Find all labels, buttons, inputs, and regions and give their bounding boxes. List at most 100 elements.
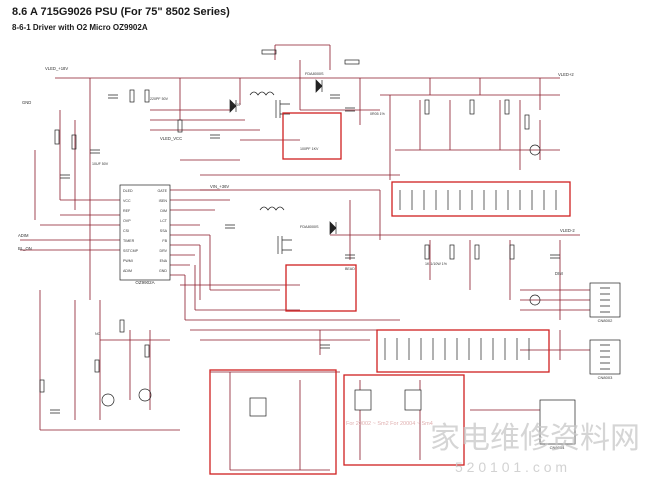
resistor xyxy=(177,119,183,133)
resistor xyxy=(144,89,150,103)
net-label: VLED_VCC xyxy=(160,136,182,141)
resistor xyxy=(509,244,515,260)
lower-left xyxy=(39,290,180,431)
string-resistors-bottom xyxy=(384,338,530,360)
net-label: ADIM xyxy=(18,233,29,238)
mosfet-1 xyxy=(275,100,290,118)
highlight-lower-ics xyxy=(343,374,465,466)
ic-pin-left-label: DLED xyxy=(123,189,133,193)
highlight-led-resistors-bottom xyxy=(376,329,550,373)
resistor xyxy=(54,129,60,145)
transistor-q1 xyxy=(101,393,115,407)
ic-pin-right-label: DIM xyxy=(160,209,167,213)
resistor xyxy=(144,344,150,358)
ic-pin-right-label: ISEN xyxy=(159,199,168,203)
connector-bus xyxy=(520,289,620,360)
net-label: VLED+2 xyxy=(558,72,574,77)
capacitor xyxy=(60,94,118,179)
highlight-led-resistors-top xyxy=(391,181,571,217)
resistor xyxy=(39,379,45,393)
mosfet-2 xyxy=(277,236,292,254)
section-subtitle: 8-6-1 Driver with O2 Micro OZ9902A xyxy=(12,23,148,32)
ic-pin-left-label: TIMER xyxy=(123,239,135,243)
resistor xyxy=(71,134,77,150)
ic-lower-1 xyxy=(249,397,267,417)
ic-pin-left-label: ADIM xyxy=(123,269,132,273)
highlight-snubber-mid xyxy=(285,264,357,312)
resistor xyxy=(474,244,480,260)
ic-pin-left-label: OVP xyxy=(123,219,131,223)
mid-lines-2 xyxy=(184,235,400,321)
net-label: VLED-2 xyxy=(560,228,575,233)
watermark: 家电维修资料网 5 2 0 1 0 1 . c o m For 20002 ~ … xyxy=(346,421,640,475)
ic-pin-right-label: GATE xyxy=(157,189,167,193)
capacitor xyxy=(210,94,355,139)
ic-lower-2 xyxy=(354,389,372,411)
component-layer xyxy=(39,49,621,445)
mid-lines xyxy=(170,189,230,276)
resistor xyxy=(129,89,135,103)
string-resistors-top xyxy=(399,190,557,210)
ic-pin-left-label: PWMI xyxy=(123,259,133,263)
part-note-label: 1K 1/10W 1% xyxy=(425,262,448,266)
resistor xyxy=(424,244,430,260)
ic-name-label: OZ9902A xyxy=(135,280,154,285)
ic-pin-right-label: GND xyxy=(159,269,167,273)
transistor-q2 xyxy=(138,388,152,402)
top-secondary xyxy=(150,109,400,176)
resistor xyxy=(94,359,100,373)
ic-pin-right-label: SSA xyxy=(160,229,168,233)
led-strings-top xyxy=(389,95,560,180)
resistor xyxy=(344,59,360,65)
inductor-1 xyxy=(249,91,275,96)
ic-oz9902a xyxy=(119,184,171,281)
diode xyxy=(229,99,237,113)
ic-pin-right-label: ENA xyxy=(160,259,168,263)
top-rail xyxy=(55,60,560,300)
ic-pin-left-label: REF xyxy=(123,209,131,213)
resistor xyxy=(524,114,530,130)
capacitor xyxy=(50,344,330,414)
ic-pin-left-label: CSI xyxy=(123,229,129,233)
diode xyxy=(315,79,323,93)
top-rail-2 xyxy=(274,44,560,111)
connector-label: CN8003 xyxy=(598,375,613,380)
caption-overlay: For 20002 ~ Sm2 For 20004 ~ Sm4 xyxy=(346,421,433,427)
part-note-label: 0R05 1% xyxy=(370,112,386,116)
ic-pin-left-label: VCC xyxy=(123,199,131,203)
highlight-layer xyxy=(209,112,571,475)
mosfet-label: FDA8000S xyxy=(305,72,324,76)
resistor xyxy=(469,99,475,115)
inductor-2 xyxy=(259,206,285,211)
left-bus xyxy=(20,110,120,251)
transistor-q4 xyxy=(529,294,541,306)
bottom-block xyxy=(210,371,560,471)
connector-label: CN8002 xyxy=(598,318,613,323)
mosfet-label: FDA8000S xyxy=(300,225,319,229)
net-label: VIN_+36V xyxy=(210,184,229,189)
ic-pin-left-label: SSTCMP xyxy=(123,249,139,253)
part-note-label: 100PF 1KV xyxy=(300,147,319,151)
part-note-label: NC xyxy=(95,332,101,336)
part-note-label: BEAD xyxy=(345,267,355,271)
resistor xyxy=(261,49,277,55)
resistor xyxy=(449,244,455,260)
transistor-q3 xyxy=(529,144,541,156)
ic-pin-right-label: DRV xyxy=(159,249,167,253)
diode xyxy=(329,221,337,235)
part-note-label: 10UF 50V xyxy=(92,162,109,166)
connector-cn8004 xyxy=(539,399,576,445)
highlight-power-block xyxy=(209,369,337,475)
highlight-snubber-top xyxy=(282,112,342,160)
bottom-feedback xyxy=(180,284,520,355)
led-strings-mid xyxy=(200,189,580,320)
watermark-chinese: 家电维修资料网 xyxy=(430,421,640,456)
ic-lower-3 xyxy=(404,389,422,411)
page-title: 8.6 A 715G9026 PSU (For 75" 8502 Series) xyxy=(12,6,230,18)
connector-pins xyxy=(600,287,610,370)
wire-layer xyxy=(20,44,620,471)
part-note-label: 220PF 50V xyxy=(150,97,169,101)
connector-label: CN8004 xyxy=(550,445,565,450)
net-label: GND xyxy=(22,100,31,105)
